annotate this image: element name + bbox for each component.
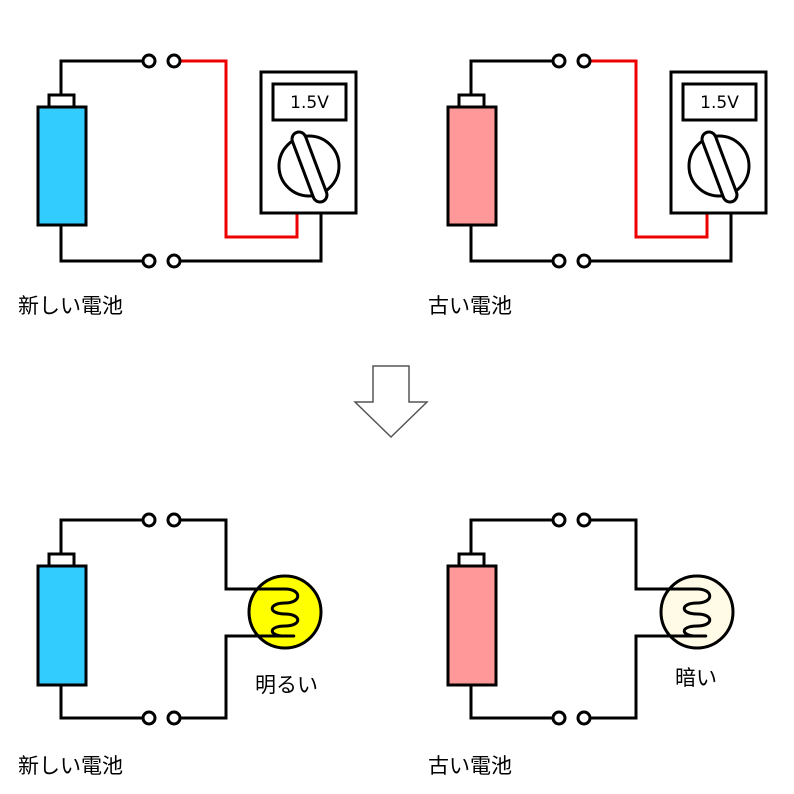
terminal (576, 512, 592, 528)
battery-label: 古い電池 (428, 754, 512, 778)
meter-display (681, 82, 758, 122)
terminal (141, 253, 157, 269)
probe-wire-black (180, 213, 323, 263)
battery-label: 新しい電池 (18, 754, 123, 778)
multimeter: 1.5V (669, 70, 768, 215)
terminal (551, 512, 567, 528)
probe-wire-red (180, 59, 299, 239)
wire (590, 518, 672, 591)
down-arrow-icon (353, 365, 429, 439)
battery-cap (47, 552, 76, 568)
wire (469, 685, 553, 720)
wire (59, 518, 143, 554)
terminal (576, 53, 592, 69)
wire (59, 59, 143, 95)
wire (469, 518, 553, 554)
bottom-right-circuit: 暗い 古い電池 (428, 512, 735, 778)
filament-coil (250, 587, 300, 638)
terminal (576, 253, 592, 269)
terminal (551, 253, 567, 269)
meter-reading: 1.5V (290, 93, 329, 113)
terminal (141, 710, 157, 726)
battery-label: 古い電池 (428, 294, 512, 318)
terminal (166, 253, 182, 269)
top-left-circuit: 1.5V 新しい電池 (18, 53, 358, 318)
terminal (166, 512, 182, 528)
wire (469, 225, 553, 263)
terminal (576, 710, 592, 726)
probe-wire-red (590, 59, 709, 239)
wire (59, 225, 143, 263)
new-battery (36, 105, 88, 227)
terminal (141, 512, 157, 528)
terminal (551, 710, 567, 726)
dial-knob (703, 133, 736, 201)
meter-reading: 1.5V (700, 93, 739, 113)
wire (590, 634, 672, 720)
battery-cap (47, 93, 76, 109)
bulb-label: 暗い (675, 666, 717, 690)
dial-knob (293, 133, 326, 201)
wire (180, 518, 262, 591)
terminal (166, 53, 182, 69)
battery-cap (457, 552, 486, 568)
multimeter: 1.5V (259, 70, 358, 215)
bulb-bright (247, 574, 323, 650)
bulb-dim (659, 574, 735, 650)
old-battery (446, 564, 498, 687)
battery-cap (457, 93, 486, 109)
wire (469, 59, 553, 95)
top-right-circuit: 1.5V 古い電池 (428, 53, 768, 318)
old-battery (446, 105, 498, 227)
bulb-label: 明るい (255, 673, 318, 697)
meter-display (271, 82, 348, 122)
new-battery (36, 564, 88, 687)
wire (59, 685, 143, 720)
probe-wire-black (590, 213, 733, 263)
terminal (551, 53, 567, 69)
wire (180, 634, 262, 720)
terminal (141, 53, 157, 69)
battery-label: 新しい電池 (18, 294, 123, 318)
bottom-left-circuit: 明るい 新しい電池 (18, 512, 323, 778)
filament-coil (662, 587, 712, 638)
terminal (166, 710, 182, 726)
